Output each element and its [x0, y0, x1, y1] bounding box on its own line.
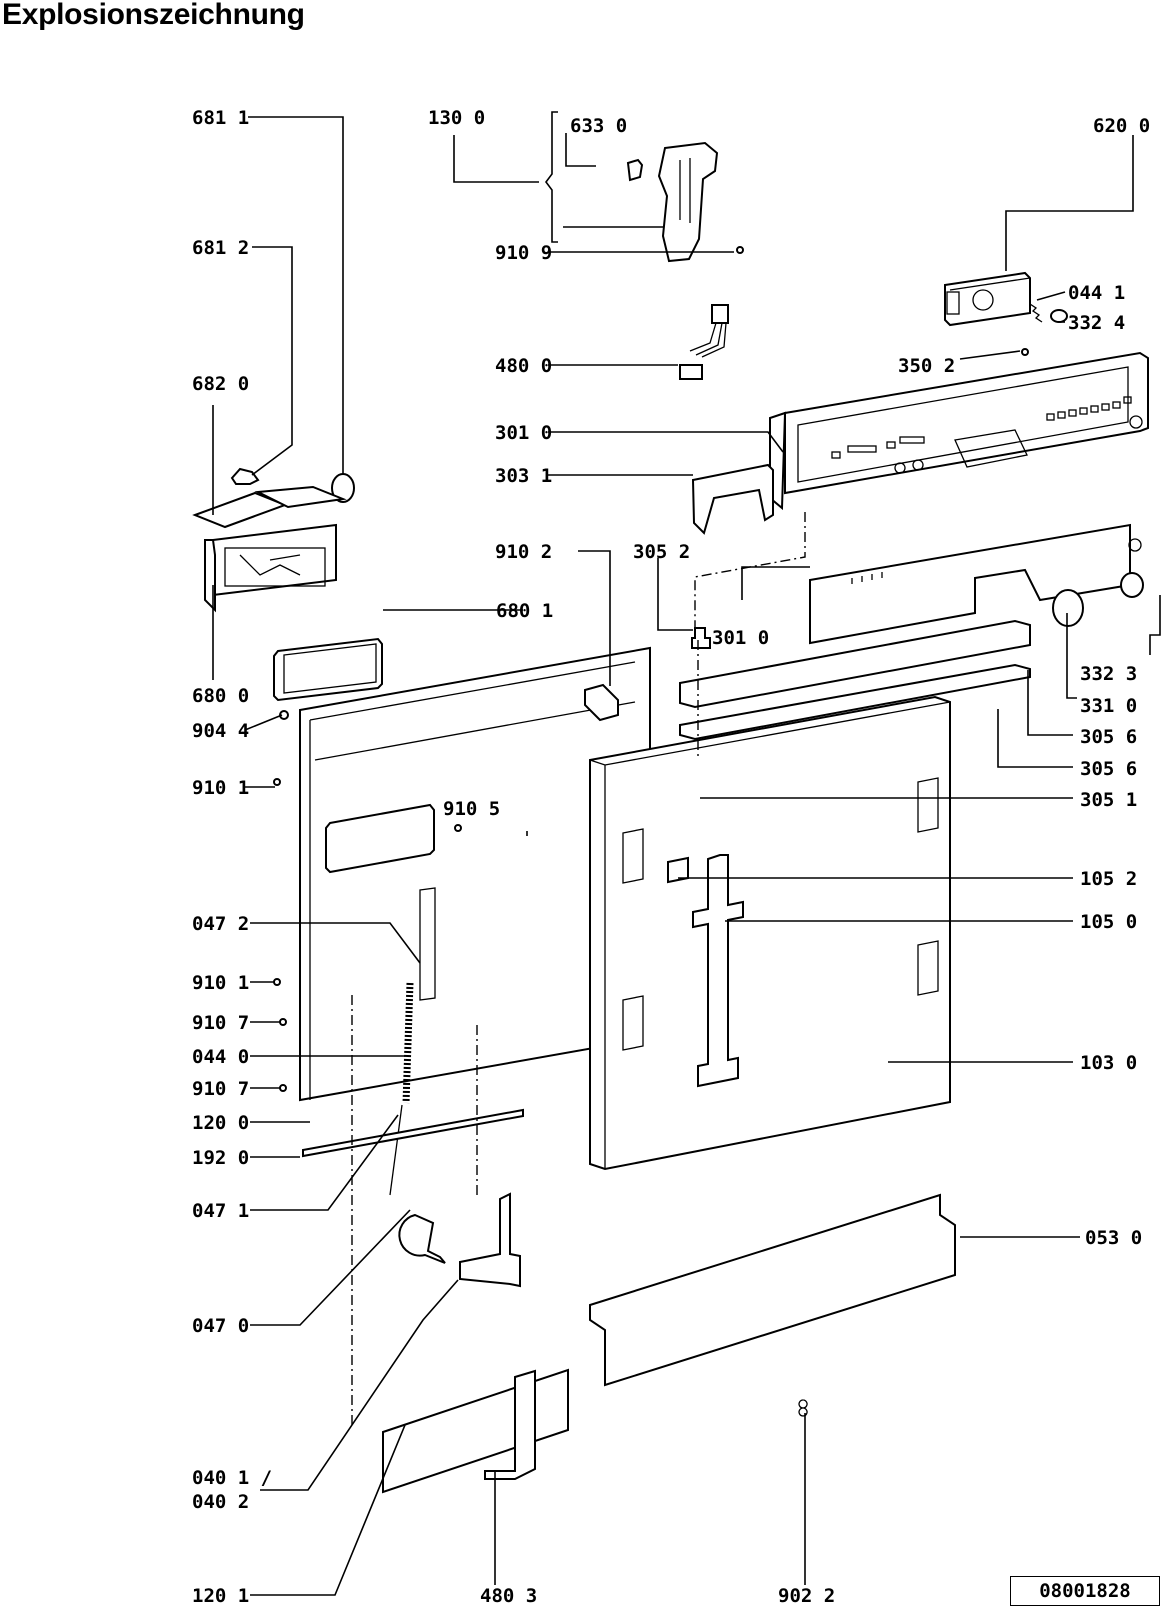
label-902-2: 902 2 [778, 1585, 835, 1607]
label-910-7b: 910 7 [192, 1078, 249, 1100]
label-103-0: 103 0 [1080, 1052, 1137, 1074]
part-screw-9022 [798, 1399, 808, 1417]
label-130-0: 130 0 [428, 107, 485, 129]
part-kickplate-0530 [589, 1193, 956, 1387]
label-910-2: 910 2 [495, 541, 552, 563]
document-number: 08001828 [1010, 1576, 1160, 1606]
label-047-0: 047 0 [192, 1315, 249, 1337]
label-305-2: 305 2 [633, 541, 690, 563]
part-fixing-3052 [691, 627, 711, 649]
label-332-3: 332 3 [1080, 663, 1137, 685]
part-screw-9101a [273, 778, 281, 786]
label-305-1: 305 1 [1080, 789, 1137, 811]
label-040-2: 040 2 [192, 1491, 249, 1513]
label-040-1: 040 1 / [192, 1467, 272, 1489]
label-331-0: 331 0 [1080, 695, 1137, 717]
label-053-0: 053 0 [1085, 1227, 1142, 1249]
label-301-0b: 301 0 [712, 627, 769, 649]
label-305-6a: 305 6 [1080, 726, 1137, 748]
label-910-9: 910 9 [495, 242, 552, 264]
part-cable-4800 [679, 304, 729, 380]
part-spring-0441 [1029, 303, 1043, 323]
label-480-3: 480 3 [480, 1585, 537, 1607]
part-screw-9105 [454, 824, 462, 832]
part-bar-1050 [692, 854, 744, 1088]
label-680-1: 680 1 [496, 600, 553, 622]
part-cam-0470 [398, 1213, 446, 1264]
label-910-1b: 910 1 [192, 972, 249, 994]
part-profile-3056a [679, 619, 1031, 709]
label-120-1: 120 1 [192, 1585, 249, 1607]
label-305-6b: 305 6 [1080, 758, 1137, 780]
label-681-2: 681 2 [192, 237, 249, 259]
label-682-0: 682 0 [192, 373, 249, 395]
label-332-4: 332 4 [1068, 312, 1125, 334]
label-350-2: 350 2 [898, 355, 955, 377]
label-120-0: 120 0 [192, 1112, 249, 1134]
label-910-1a: 910 1 [192, 777, 249, 799]
part-screw-9109 [736, 246, 744, 254]
part-foot-4803 [484, 1369, 536, 1480]
label-633-0: 633 0 [570, 115, 627, 137]
label-192-0: 192 0 [192, 1147, 249, 1169]
part-inner-door-1200 [299, 646, 651, 1102]
part-clip-6812 [230, 467, 260, 485]
part-outer-door-1030 [589, 695, 951, 1171]
part-gasket-6801 [273, 637, 383, 702]
part-screw-9101b [273, 978, 281, 986]
label-620-0: 620 0 [1093, 115, 1150, 137]
part-control-module-6200 [944, 271, 1031, 327]
label-910-5: 910 5 [443, 798, 500, 820]
part-lower-panel-1201 [382, 1368, 569, 1494]
part-screw-9107b [279, 1084, 287, 1092]
label-681-1: 681 1 [192, 107, 249, 129]
part-knob-3310 [1052, 589, 1084, 627]
label-904-4: 904 4 [192, 720, 249, 742]
part-screw-3502 [1021, 348, 1029, 356]
part-screw-9107a [279, 1018, 287, 1026]
label-044-0: 044 0 [192, 1046, 249, 1068]
part-strip-1920 [302, 1108, 524, 1158]
part-dispenser-6800 [192, 485, 347, 613]
part-rod-0471 [389, 1104, 403, 1196]
label-044-1: 044 1 [1068, 282, 1125, 304]
part-knob-3323 [1120, 572, 1144, 598]
part-hinge-plate-9102 [584, 683, 619, 722]
part-control-panel-3010 [769, 351, 1149, 511]
label-047-2: 047 2 [192, 913, 249, 935]
part-bracket-3031 [691, 463, 774, 535]
label-910-7a: 910 7 [192, 1012, 249, 1034]
label-303-1: 303 1 [495, 465, 552, 487]
part-fascia-3010 [809, 523, 1142, 645]
part-profile-3056b [679, 663, 1031, 741]
part-bracket-0401 [459, 1192, 521, 1288]
part-button-3324 [1050, 309, 1068, 323]
part-spring-0440 [402, 982, 414, 1104]
part-hinge-1300 [626, 141, 719, 263]
page-title: Explosionszeichnung [2, 0, 305, 31]
label-105-2: 105 2 [1080, 868, 1137, 890]
label-480-0: 480 0 [495, 355, 552, 377]
label-047-1: 047 1 [192, 1200, 249, 1222]
label-301-0a: 301 0 [495, 422, 552, 444]
label-680-0: 680 0 [192, 685, 249, 707]
label-105-0: 105 0 [1080, 911, 1137, 933]
